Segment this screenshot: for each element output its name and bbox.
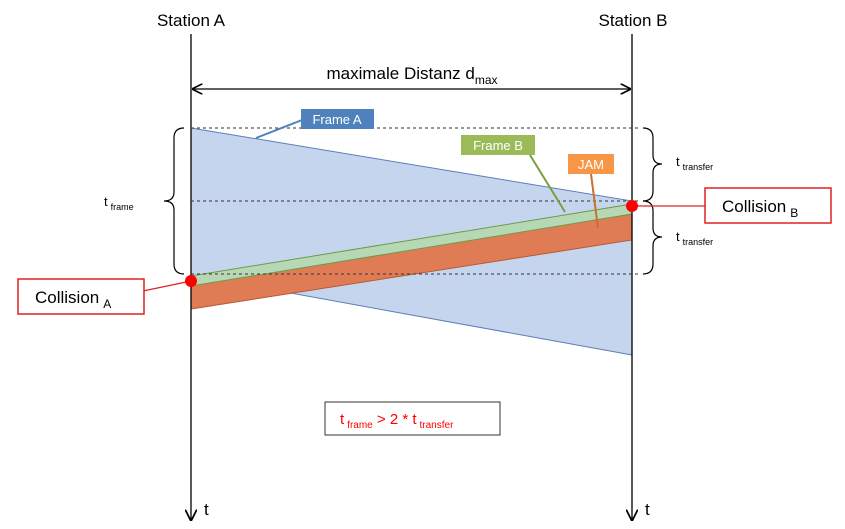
station-b-axis-t: t	[645, 500, 650, 519]
t-transfer-top-brace	[642, 127, 663, 202]
collision-b-box	[704, 187, 832, 224]
collision-b-point	[626, 200, 638, 212]
station-a-label: Station A	[157, 11, 226, 30]
station-a-axis-t: t	[204, 500, 209, 519]
jam-label: JAM	[578, 157, 604, 172]
formula-box	[324, 401, 501, 436]
distance-label: maximale Distanz dmax	[327, 64, 498, 87]
jam-leader-line	[590, 173, 599, 229]
t-frame-brace	[163, 127, 185, 275]
station-b-label: Station B	[599, 11, 668, 30]
t-transfer-bottom-brace	[642, 200, 663, 275]
frame-b-leader-line	[529, 154, 566, 213]
frame-a-leader-line	[255, 119, 303, 139]
frame-a-label-box	[301, 109, 374, 129]
frame-b-label: Frame B	[473, 138, 523, 153]
frame-a-label: Frame A	[312, 112, 361, 127]
collision-a-box	[17, 278, 145, 315]
frame-b-label-box	[461, 135, 535, 155]
collision-a-point	[185, 275, 197, 287]
collision-a-connector	[142, 280, 192, 292]
jam-label-box	[568, 154, 614, 174]
